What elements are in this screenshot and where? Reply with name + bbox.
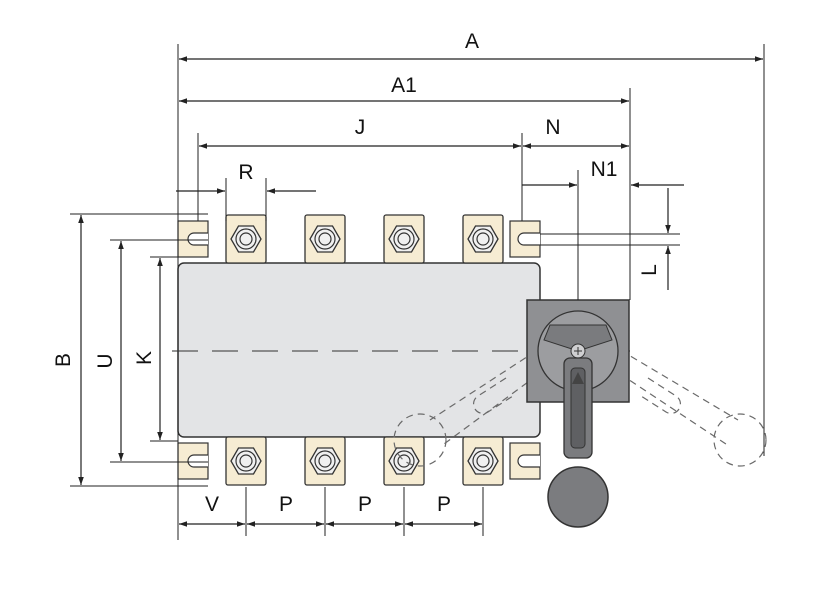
terminal-top-1 (225, 214, 267, 264)
lug-top-left (177, 220, 209, 258)
mounting-lugs (177, 220, 541, 480)
label-B: B (52, 353, 75, 367)
dimension-labels: A A1 J N N1 R L B U K V P P P (52, 30, 661, 516)
terminal-top-4 (462, 214, 504, 264)
label-P1: P (279, 493, 293, 516)
label-K: K (133, 351, 156, 365)
label-U: U (94, 353, 117, 368)
terminal-bottom-1 (225, 436, 267, 486)
terminal-top-2 (304, 214, 346, 264)
label-V: V (205, 493, 219, 516)
label-P3: P (437, 493, 451, 516)
terminal-bottom-2 (304, 436, 346, 486)
handle-knob (537, 310, 619, 392)
label-N: N (545, 116, 560, 139)
label-N1: N1 (591, 158, 618, 181)
dimension-lines (78, 56, 763, 527)
terminal-top-3 (383, 214, 425, 264)
terminals-top (225, 214, 504, 264)
terminal-bottom-4 (462, 436, 504, 486)
terminals-bottom (225, 436, 504, 486)
label-R: R (238, 161, 253, 184)
label-L: L (638, 264, 661, 276)
switch-body (177, 262, 541, 438)
extension-lines (70, 44, 765, 540)
lug-bottom-left (177, 442, 209, 480)
label-A: A (465, 30, 479, 53)
label-P2: P (358, 493, 372, 516)
label-J: J (355, 116, 366, 139)
lug-bottom-right (509, 442, 541, 480)
handle-lever (547, 357, 609, 528)
terminal-bottom-3 (383, 436, 425, 486)
label-A1: A1 (391, 74, 417, 97)
lug-top-right (509, 220, 541, 258)
